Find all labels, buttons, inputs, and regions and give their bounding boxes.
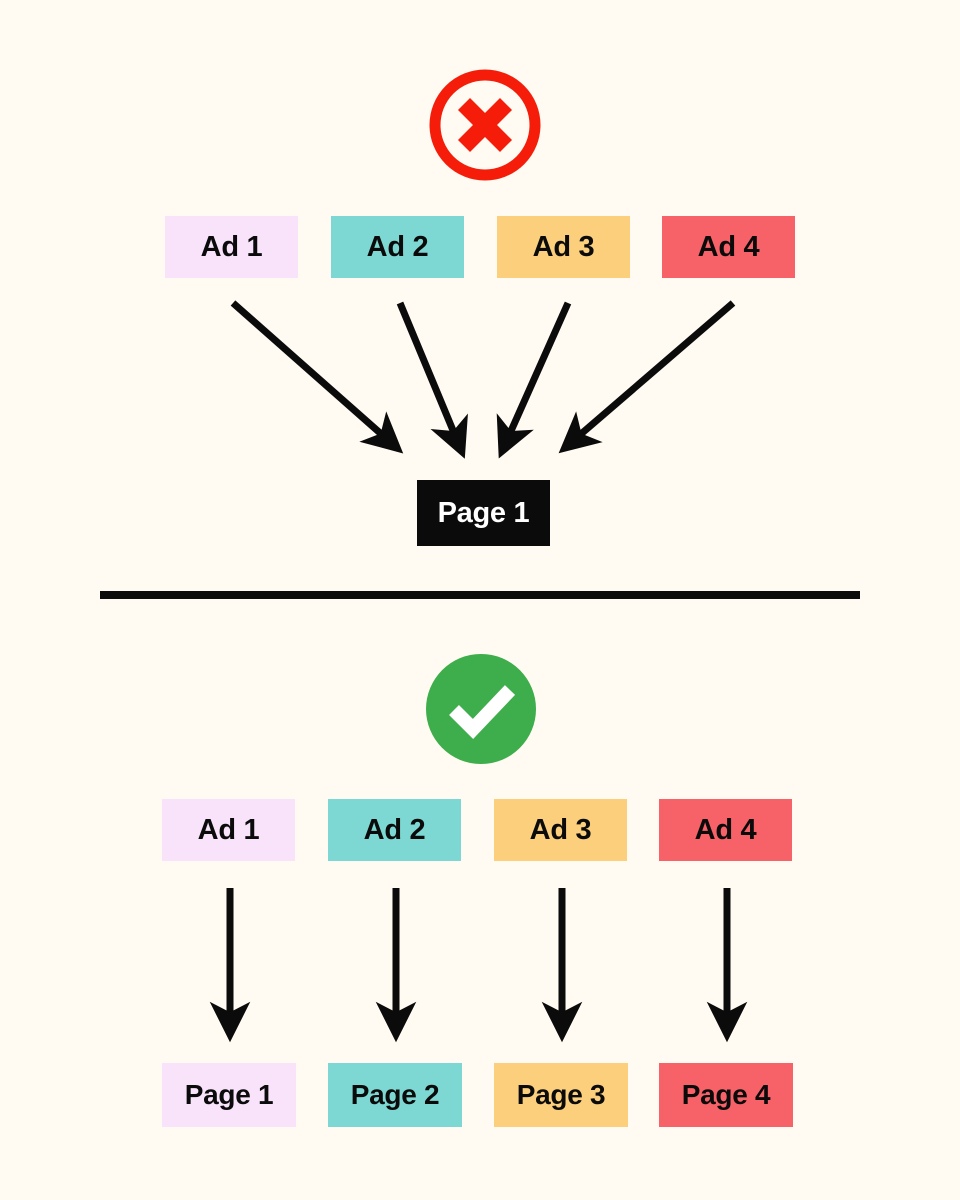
destination-page-box-bad[interactable]: Page 1 [417,480,550,546]
ad-box-good-4[interactable]: Ad 4 [659,799,792,861]
destination-page-box-good-3[interactable]: Page 3 [494,1063,628,1127]
circle-check-icon [422,650,540,768]
circle-cross-icon [425,65,545,185]
ad-box-bad-1[interactable]: Ad 1 [165,216,298,278]
arrow-bad-1 [230,300,404,454]
arrow-bad-4 [558,300,736,454]
ad-box-good-2[interactable]: Ad 2 [328,799,461,861]
ad-box-bad-2[interactable]: Ad 2 [331,216,464,278]
arrow-bad-2 [396,301,468,459]
section-divider [100,591,860,599]
arrow-bad-3 [496,301,572,459]
ad-box-good-1[interactable]: Ad 1 [162,799,295,861]
destination-page-box-good-2[interactable]: Page 2 [328,1063,462,1127]
destination-page-box-good-1[interactable]: Page 1 [162,1063,296,1127]
ad-box-bad-4[interactable]: Ad 4 [662,216,795,278]
ad-box-bad-3[interactable]: Ad 3 [497,216,630,278]
ad-box-good-3[interactable]: Ad 3 [494,799,627,861]
destination-page-box-good-4[interactable]: Page 4 [659,1063,793,1127]
